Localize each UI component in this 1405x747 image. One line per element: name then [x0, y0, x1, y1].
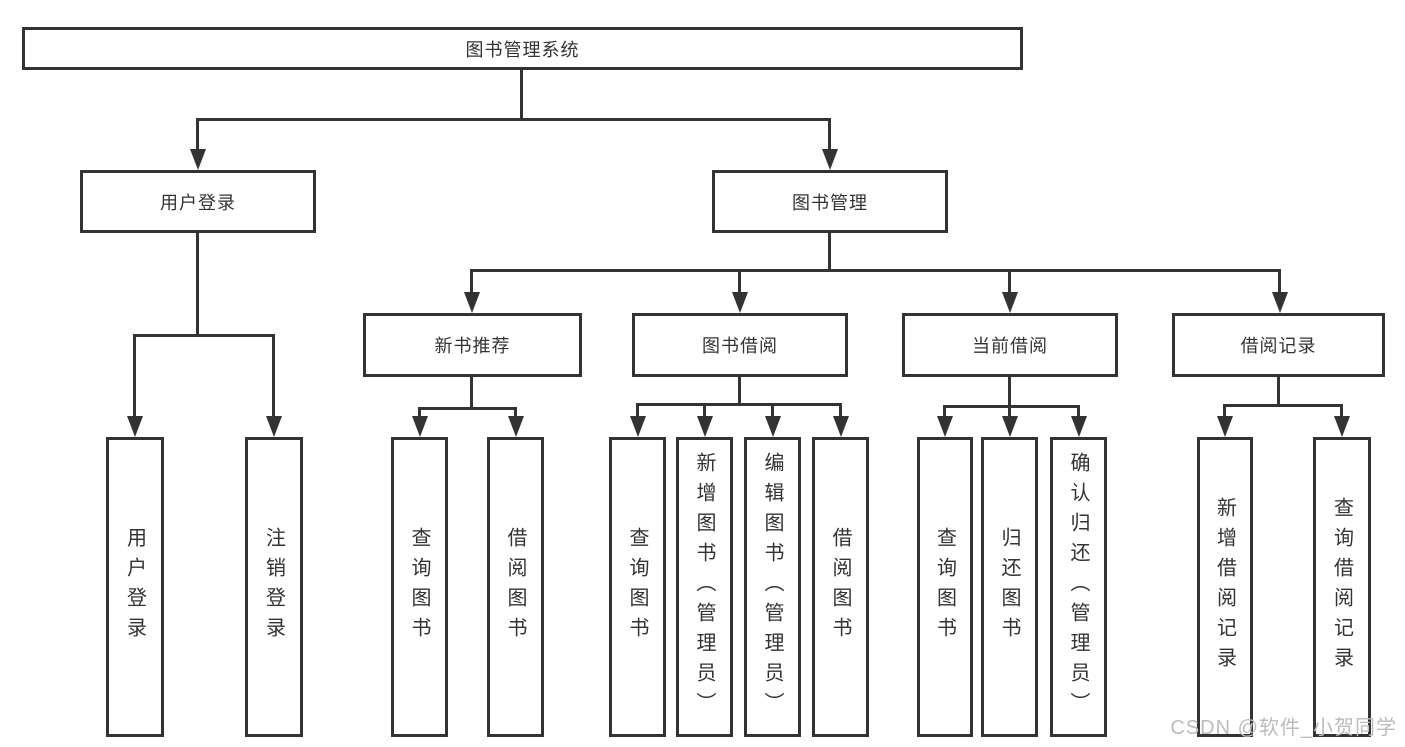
connector-line — [470, 375, 473, 410]
node-current-borrow: 当前借阅 — [902, 313, 1118, 377]
connector-line — [943, 405, 946, 420]
leaf-add-borrow-record: 新增借阅记录 — [1197, 437, 1253, 737]
arrow-down-icon — [127, 416, 143, 437]
watermark-text: CSDN @软件_小贺同学 — [1170, 717, 1397, 739]
connector-line — [1223, 404, 1343, 407]
connector-line — [1008, 269, 1011, 295]
leaf-user-login: 用户登录 — [106, 437, 164, 737]
connector-line — [703, 403, 706, 420]
leaf-edit-book-admin: 编辑图书（管理员） — [744, 437, 801, 737]
leaf-logout: 注销登录 — [245, 437, 303, 737]
connector-line — [418, 407, 517, 410]
leaf-query-books-borrow: 查询图书 — [609, 437, 666, 737]
node-book-management: 图书管理 — [712, 170, 948, 233]
leaf-query-books-newbook: 查询图书 — [391, 437, 448, 737]
leaf-add-book-admin: 新增图书（管理员） — [676, 437, 733, 737]
leaf-confirm-return-admin: 确认归还（管理员） — [1050, 437, 1107, 737]
leaf-return-books: 归还图书 — [981, 437, 1038, 737]
connector-line — [828, 231, 831, 272]
connector-line — [196, 231, 199, 337]
arrow-down-icon — [822, 149, 838, 170]
arrow-down-icon — [630, 416, 646, 437]
leaf-query-borrow-record: 查询借阅记录 — [1313, 437, 1371, 737]
connector-line — [839, 403, 842, 420]
connector-line — [1077, 405, 1080, 420]
connector-line — [738, 269, 741, 295]
leaf-query-books-current: 查询图书 — [917, 437, 973, 737]
arrow-down-icon — [1071, 416, 1087, 437]
arrow-down-icon — [1334, 416, 1350, 437]
connector-line — [1277, 375, 1280, 407]
connector-line — [520, 68, 523, 121]
arrow-down-icon — [464, 292, 480, 313]
connector-line — [133, 334, 136, 420]
connector-line — [470, 269, 473, 295]
arrow-down-icon — [1002, 416, 1018, 437]
connector-line — [771, 403, 774, 420]
arrow-down-icon — [697, 416, 713, 437]
connector-line — [1340, 404, 1343, 420]
node-new-book-recommend: 新书推荐 — [363, 313, 582, 377]
arrow-down-icon — [1272, 292, 1288, 313]
arrow-down-icon — [833, 416, 849, 437]
connector-line — [943, 405, 1080, 408]
arrow-down-icon — [190, 149, 206, 170]
connector-line — [1008, 405, 1011, 420]
connector-line — [470, 269, 1281, 272]
node-borrow-records: 借阅记录 — [1172, 313, 1385, 377]
arrow-down-icon — [1002, 292, 1018, 313]
connector-line — [1008, 375, 1011, 408]
connector-line — [636, 403, 639, 420]
connector-line — [1278, 269, 1281, 295]
connector-line — [418, 407, 421, 420]
arrow-down-icon — [412, 416, 428, 437]
connector-line — [514, 407, 517, 420]
node-library-system: 图书管理系统 — [22, 27, 1023, 70]
leaf-borrow-books-newbook: 借阅图书 — [487, 437, 544, 737]
connector-line — [828, 118, 831, 152]
connector-line — [738, 375, 741, 406]
arrow-down-icon — [937, 416, 953, 437]
connector-line — [196, 118, 831, 121]
connector-line — [196, 118, 199, 152]
arrow-down-icon — [1217, 416, 1233, 437]
arrow-down-icon — [508, 416, 524, 437]
connector-line — [133, 334, 275, 337]
arrow-down-icon — [266, 416, 282, 437]
connector-line — [636, 403, 842, 406]
node-user-login: 用户登录 — [80, 170, 316, 233]
arrow-down-icon — [765, 416, 781, 437]
connector-line — [1223, 404, 1226, 420]
connector-line — [272, 334, 275, 420]
node-book-borrow: 图书借阅 — [632, 313, 848, 377]
leaf-borrow-books: 借阅图书 — [812, 437, 869, 737]
arrow-down-icon — [732, 292, 748, 313]
